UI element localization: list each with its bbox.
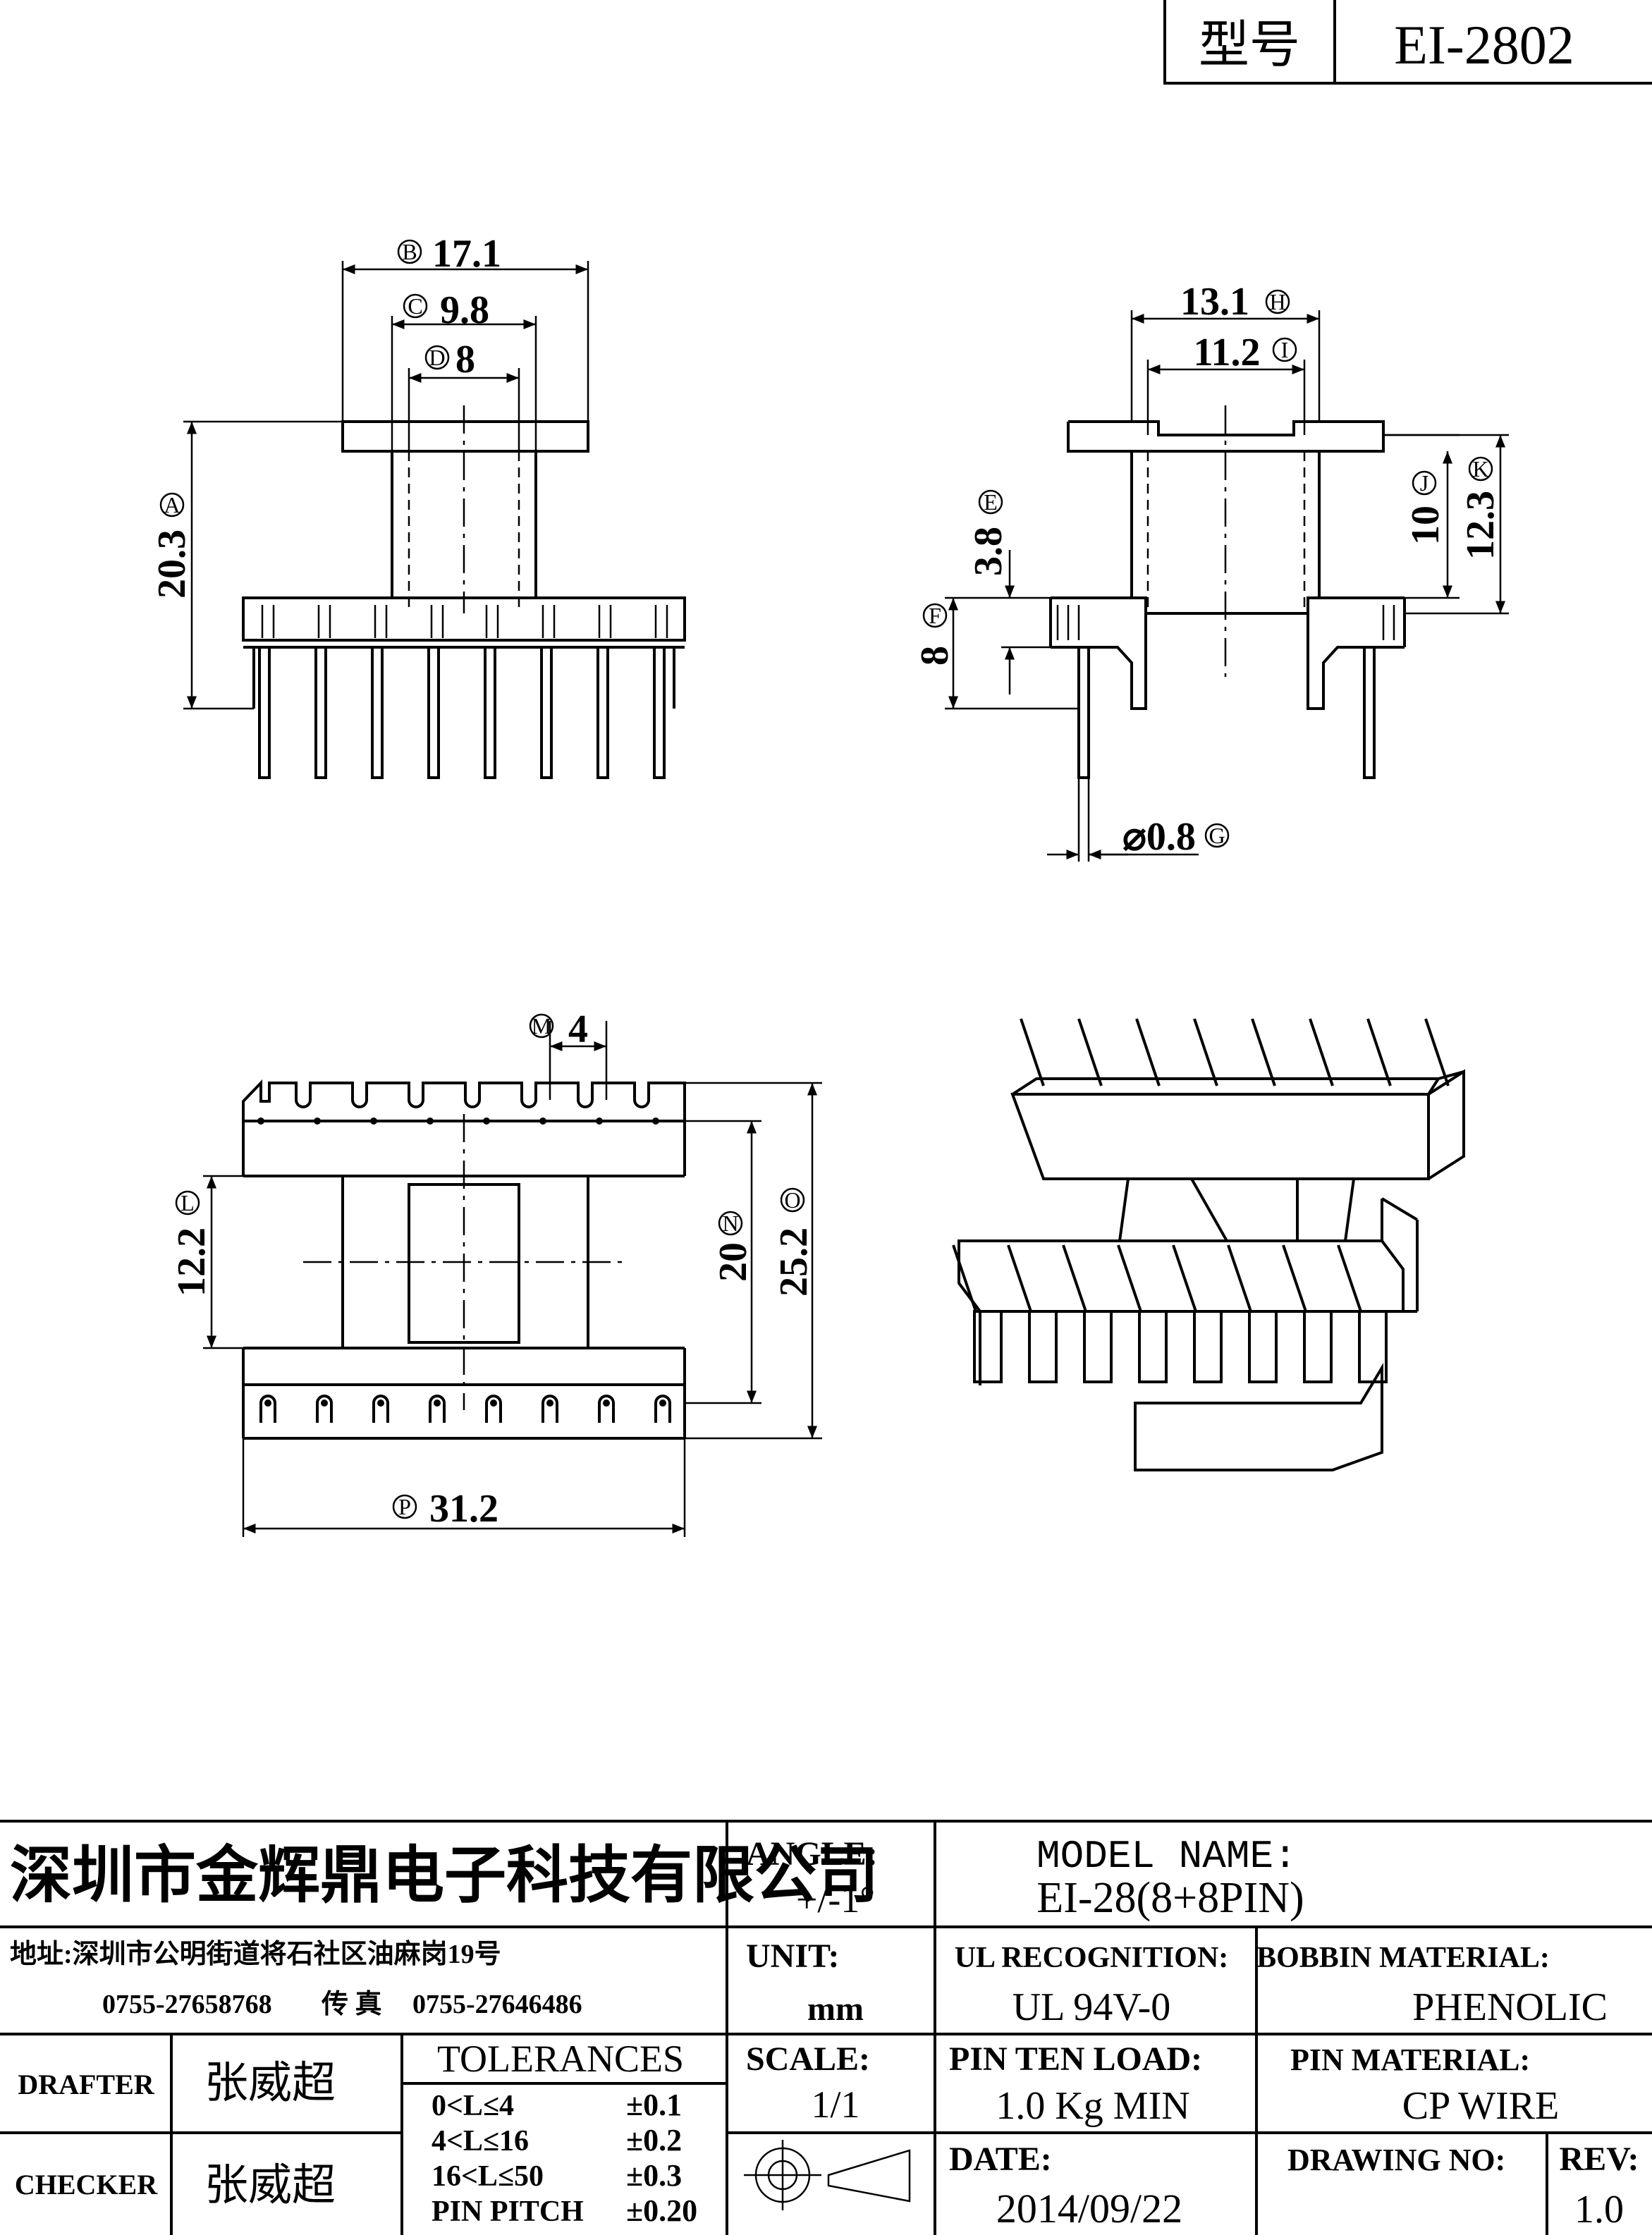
iso-rear-pins: [1020, 1018, 1450, 1086]
tolerance-range-2: 4<L≤16: [432, 2125, 529, 2157]
dim-i-letter: I: [1281, 337, 1289, 362]
rev-label: REV:: [1560, 2141, 1639, 2178]
dim-j-value: 10: [1404, 506, 1448, 545]
iso-terminal-pegs: [973, 1310, 1388, 1383]
dim-i-value: 11.2: [1194, 331, 1261, 374]
dim-a-letter: A: [164, 492, 180, 518]
tolerance-range-3: 16<L≤50: [432, 2160, 544, 2193]
angle-label: ANGLE:: [746, 1835, 878, 1873]
model-label: 型号: [1199, 17, 1300, 73]
front-view: B 17.1 C 9.8 D 8 A 20.3: [150, 232, 686, 779]
title-block: 深圳市金辉鼎电子科技有限公司 地址:深圳市公明街道将石社区油麻岗19号 0755…: [0, 1820, 1652, 2235]
date-label: DATE:: [949, 2141, 1052, 2178]
pin-load-label: PIN TEN LOAD:: [949, 2040, 1202, 2078]
dim-k-value: 12.3: [1459, 491, 1503, 560]
angle-value: +/-1°: [796, 1878, 875, 1921]
scale-value: 1/1: [811, 2083, 859, 2126]
unit-label: UNIT:: [746, 1937, 839, 1975]
dim-d-value: 8: [455, 338, 475, 381]
model-value: EI-2802: [1394, 14, 1574, 75]
side-pin-right: [1363, 646, 1376, 779]
dim-j-letter: J: [1420, 470, 1428, 496]
dim-f-value: 8: [913, 646, 957, 666]
dim-m-letter: M: [532, 1013, 551, 1039]
dim-c-letter: C: [408, 293, 422, 319]
dim-o-value: 25.2: [772, 1227, 816, 1297]
pin-material-label: PIN MATERIAL:: [1290, 2043, 1530, 2077]
drafter-name: 张威超: [204, 2059, 336, 2107]
dim-g-letter: G: [1209, 823, 1225, 848]
company-fax: 0755-27646486: [412, 1990, 582, 2019]
bobbin-material-label: BOBBIN MATERIAL:: [1256, 1942, 1550, 1974]
side-pin-left: [1077, 646, 1090, 779]
dim-f-letter: F: [929, 603, 941, 628]
fax-label: 传 真: [321, 1990, 382, 2019]
tolerance-value-4: ±0.20: [626, 2193, 697, 2228]
drafter-label: DRAFTER: [18, 2069, 154, 2100]
iso-front-pins: [952, 1244, 1362, 1312]
tolerance-range-1: 0<L≤4: [432, 2090, 514, 2122]
company-name: 深圳市金辉鼎电子科技有限公司: [10, 1842, 879, 1911]
unit-value: mm: [807, 1990, 864, 2028]
dim-k-letter: K: [1472, 456, 1488, 482]
tolerance-value-2: ±0.2: [626, 2123, 682, 2157]
dim-e-value: 3.8: [967, 527, 1010, 576]
tolerance-range-4: PIN PITCH: [432, 2196, 584, 2228]
pin-material-value: CP WIRE: [1402, 2084, 1559, 2128]
side-view: 13.1 H 11.2 I J 10 K 12.3 E 3.8: [913, 280, 1509, 862]
ul-value: UL 94V-0: [1012, 1985, 1171, 2029]
dim-o-letter: O: [784, 1187, 800, 1213]
checker-label: CHECKER: [15, 2169, 158, 2200]
front-pins: [258, 646, 666, 779]
checker-name: 张威超: [204, 2162, 336, 2210]
dim-n-letter: N: [722, 1211, 738, 1236]
drawing-no-label: DRAWING NO:: [1287, 2143, 1505, 2177]
dim-m-value: 4: [568, 1008, 588, 1051]
tolerance-value-1: ±0.1: [626, 2088, 682, 2122]
top-view: M 4 L 12.2 N 20 O 25.2 P 31.2: [170, 1008, 822, 1537]
dim-c-value: 9.8: [440, 288, 489, 332]
tolerance-value-3: ±0.3: [626, 2158, 682, 2193]
model-header: 型号 EI-2802: [1163, 0, 1652, 85]
dim-d-letter: D: [429, 345, 445, 370]
scale-label: SCALE:: [746, 2040, 870, 2078]
company-address: 地址:深圳市公明街道将石社区油麻岗19号: [10, 1940, 501, 1969]
ul-label: UL RECOGNITION:: [955, 1942, 1229, 1974]
model-name-value: EI-28(8+8PIN): [1036, 1874, 1304, 1922]
dim-h-letter: H: [1269, 289, 1285, 314]
dim-l-letter: L: [181, 1190, 195, 1216]
company-phone: 0755-27658768: [102, 1990, 272, 2019]
dim-l-value: 12.2: [170, 1227, 214, 1297]
dim-p-value: 31.2: [429, 1487, 498, 1531]
bobbin-material-value: PHENOLIC: [1412, 1985, 1608, 2029]
dim-b-letter: B: [402, 239, 417, 264]
dim-a-value: 20.3: [150, 529, 194, 599]
dim-p-letter: P: [398, 1494, 411, 1519]
rev-value: 1.0: [1574, 2188, 1624, 2231]
pin-load-value: 1.0 Kg MIN: [996, 2084, 1189, 2128]
date-value: 2014/09/22: [996, 2186, 1182, 2231]
isometric-view: [952, 1018, 1465, 1471]
dim-g-value: ⌀0.8: [1122, 815, 1196, 859]
model-name-label: MODEL NAME:: [1036, 1834, 1297, 1879]
dim-h-value: 13.1: [1180, 280, 1249, 324]
projection-symbol-icon: [744, 2140, 911, 2210]
tolerances-title: TOLERANCES: [437, 2038, 684, 2080]
dim-n-value: 20: [711, 1242, 755, 1282]
dim-e-letter: E: [984, 489, 998, 515]
base-slots: [261, 605, 668, 638]
dim-b-value: 17.1: [432, 232, 501, 276]
